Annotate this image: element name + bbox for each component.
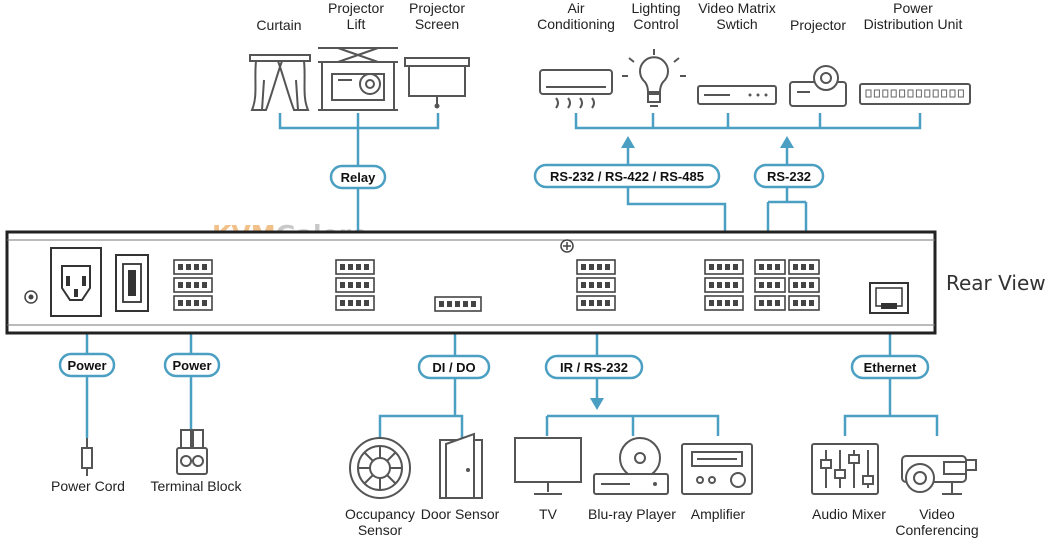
power-switch[interactable]	[115, 254, 149, 312]
occupancy-sensor-icon	[349, 437, 411, 499]
curtain-icon	[249, 54, 311, 111]
pdu-label-line-1: Power	[893, 0, 933, 16]
terminal-block-label: Terminal Block	[150, 478, 242, 494]
arrow-up-icon	[621, 136, 635, 148]
power-cord-label: Power Cord	[51, 478, 125, 494]
svg-text:IR / RS-232: IR / RS-232	[560, 360, 628, 375]
video-conferencing-label-line-2: Conferencing	[895, 522, 978, 538]
audio-mixer-icon	[811, 443, 879, 495]
relay-terminal-block[interactable]	[335, 259, 375, 311]
power-cord-icon	[81, 438, 93, 476]
terminal-block-plug-icon	[176, 429, 208, 475]
bluray-player-icon	[593, 437, 669, 495]
svg-text:RS-232: RS-232	[767, 169, 811, 184]
dido-pill: DI / DO	[417, 354, 491, 380]
projector-icon	[789, 65, 847, 107]
pdu-label-line-2: Distribution Unit	[864, 16, 963, 32]
power-pill-cord: Power	[58, 352, 116, 378]
terminal-blocks	[173, 259, 820, 312]
projector-screen-icon	[404, 57, 470, 109]
ethernet-pill: Ethernet	[850, 354, 930, 380]
arrow-down-icon	[590, 398, 604, 410]
video-matrix-label-line-2: Swtich	[716, 16, 757, 32]
video-conferencing-icon	[901, 455, 977, 495]
connection-lines	[85, 113, 939, 438]
video-matrix-icon	[697, 85, 777, 105]
air-conditioning-icon	[539, 69, 613, 109]
rs232-terminal-block-2[interactable]	[788, 259, 820, 311]
amplifier-icon	[681, 443, 753, 495]
lighting-control-label-line-1: Lighting	[631, 0, 680, 16]
svg-text:Ethernet: Ethernet	[864, 360, 917, 375]
chassis-screw-icon	[560, 239, 574, 253]
power-pill-terminal: Power	[163, 352, 221, 378]
video-matrix-label-line-1: Video Matrix	[698, 0, 776, 16]
dido-terminal-block[interactable]	[434, 296, 482, 312]
ir-rs232-terminal-block[interactable]	[576, 259, 616, 311]
pdu-icon	[859, 83, 971, 105]
ir-rs232-pill: IR / RS-232	[544, 354, 644, 380]
air-conditioning-label-line-2: Conditioning	[537, 16, 615, 32]
svg-text:Power: Power	[172, 358, 211, 373]
door-sensor-icon	[439, 432, 483, 499]
curtain-label: Curtain	[256, 17, 301, 33]
projector-label: Projector	[790, 17, 846, 33]
ethernet-port[interactable]	[869, 282, 909, 314]
air-conditioning-label-line-1: Air	[567, 0, 584, 16]
power-terminal-block[interactable]	[173, 259, 213, 311]
rs232-terminal-block-1[interactable]	[754, 259, 786, 311]
arrow-up-icon	[780, 136, 794, 148]
amplifier-label: Amplifier	[691, 506, 746, 522]
bluray-label: Blu-ray Player	[588, 506, 676, 522]
device-labels: CurtainProjectorLiftProjectorScreenAirCo…	[51, 0, 979, 538]
ac-power-inlet[interactable]	[50, 247, 102, 317]
rear-view-label: Rear View	[946, 271, 1046, 295]
tv-icon	[514, 437, 582, 495]
tv-label: TV	[539, 506, 558, 522]
lighting-control-label-line-2: Control	[633, 16, 678, 32]
audio-mixer-label: Audio Mixer	[812, 506, 886, 522]
svg-text:DI / DO: DI / DO	[432, 360, 475, 375]
projector-lift-label-line-1: Projector	[328, 0, 384, 16]
ground-screw-icon	[24, 290, 38, 304]
rs232-pill: RS-232	[753, 163, 825, 189]
video-conferencing-label-line-1: Video	[919, 506, 955, 522]
occupancy-sensor-label-line-1: Occupancy	[345, 506, 415, 522]
projector-screen-label-line-1: Projector	[409, 0, 465, 16]
serial-terminal-block[interactable]	[704, 259, 744, 311]
serial-multi-pill: RS-232 / RS-422 / RS-485	[533, 163, 721, 189]
svg-text:Relay: Relay	[341, 170, 376, 185]
svg-text:Power: Power	[67, 358, 106, 373]
door-sensor-label: Door Sensor	[421, 506, 500, 522]
occupancy-sensor-label-line-2: Sensor	[358, 522, 403, 538]
projector-lift-icon	[318, 47, 398, 111]
projector-lift-label-line-2: Lift	[347, 16, 366, 32]
lighting-icon	[622, 49, 686, 107]
svg-text:RS-232 / RS-422 / RS-485: RS-232 / RS-422 / RS-485	[550, 169, 704, 184]
projector-screen-label-line-2: Screen	[415, 16, 459, 32]
relay-pill: Relay	[329, 164, 387, 190]
